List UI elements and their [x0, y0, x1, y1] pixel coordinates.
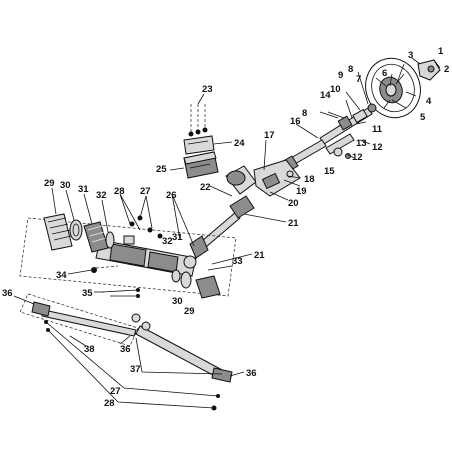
bracket-bolts [188, 104, 208, 137]
callout-22: 22 [200, 182, 211, 193]
callout-12-upper: 12 [372, 142, 383, 153]
callout-28-lower: 28 [104, 398, 115, 409]
controller-module [183, 151, 219, 179]
callout-29-right: 29 [184, 306, 195, 317]
callout-15: 15 [324, 166, 335, 177]
callout-38: 38 [84, 344, 95, 355]
callout-33: 33 [232, 256, 243, 267]
callout-13: 13 [356, 138, 367, 149]
controller-bracket [183, 135, 215, 155]
callout-17: 17 [264, 130, 275, 141]
callout-29-left: 29 [44, 178, 55, 189]
callout-21-lower: 21 [254, 250, 265, 261]
rack-fasteners [91, 215, 163, 298]
callout-2: 2 [444, 64, 449, 75]
callout-18: 18 [304, 174, 315, 185]
callout-27-upper: 27 [140, 186, 151, 197]
callout-28-upper: 28 [114, 186, 125, 197]
left-boot-kit [43, 213, 115, 253]
left-tie-rod [19, 293, 141, 347]
steering-column-upper [319, 103, 377, 159]
callout-19: 19 [296, 186, 307, 197]
callout-35: 35 [82, 288, 93, 299]
callout-11: 11 [372, 124, 383, 135]
callout-37: 37 [130, 364, 141, 375]
eps-motor-assembly [225, 159, 301, 197]
callout-30-right: 30 [172, 296, 183, 307]
callout-30-left: 30 [60, 180, 71, 191]
callout-6: 6 [382, 68, 387, 79]
callout-3: 3 [408, 50, 413, 61]
callout-31-left: 31 [78, 184, 89, 195]
callout-8-lower: 8 [302, 108, 307, 119]
callout-36-left: 36 [2, 288, 13, 299]
callout-12-lower: 12 [352, 152, 363, 163]
callout-8-upper: 8 [348, 64, 353, 75]
horn-cap-cover [417, 59, 441, 81]
callout-4: 4 [426, 96, 432, 107]
right-boot-kit [171, 269, 221, 299]
callout-31-right: 31 [172, 232, 183, 243]
callout-25: 25 [156, 164, 167, 175]
callout-26: 26 [166, 190, 177, 201]
intermediate-shaft [189, 195, 255, 259]
callout-5: 5 [420, 112, 426, 123]
callout-24: 24 [234, 138, 245, 149]
callout-20: 20 [288, 198, 299, 209]
callout-23: 23 [202, 84, 213, 95]
callout-32-left: 32 [96, 190, 107, 201]
leader-lines [13, 57, 441, 411]
callout-7: 7 [356, 74, 361, 85]
callout-36-right: 36 [246, 368, 257, 379]
callout-9: 9 [338, 70, 343, 81]
callout-21-upper: 21 [288, 218, 299, 229]
callout-36-middle: 36 [120, 344, 131, 355]
callout-1: 1 [438, 46, 444, 57]
callout-10: 10 [330, 84, 341, 95]
steering-rack-assembly [19, 217, 237, 297]
right-tie-rod [135, 321, 233, 383]
callout-labels: 1 2 3 4 5 6 7 8 8 9 10 11 12 12 13 14 15… [2, 46, 449, 409]
callout-16: 16 [290, 116, 301, 127]
callout-14: 14 [320, 90, 331, 101]
callout-34: 34 [56, 270, 67, 281]
callout-32-right: 32 [162, 236, 173, 247]
callout-27-lower: 27 [110, 386, 121, 397]
